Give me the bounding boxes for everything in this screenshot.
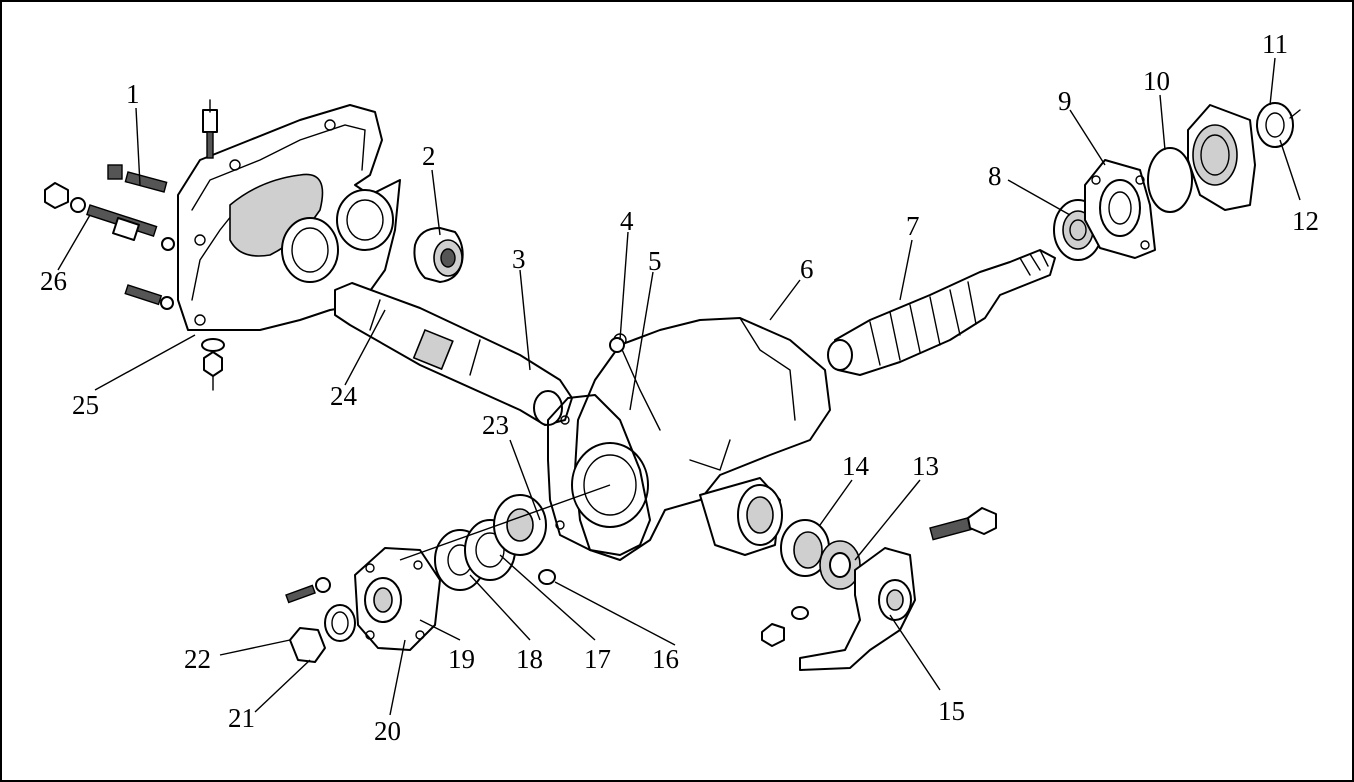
callout-25: 25 — [72, 390, 99, 420]
end-cap-part — [1187, 102, 1301, 211]
cover-bolts — [44, 99, 225, 391]
callout-8: 8 — [988, 161, 1002, 191]
callout-labels: 1 2 3 4 5 6 7 8 9 10 11 12 13 14 15 16 1… — [40, 29, 1319, 746]
callout-2: 2 — [422, 141, 436, 171]
callout-9: 9 — [1058, 86, 1072, 116]
callout-23: 23 — [482, 410, 509, 440]
gasket-plate-part — [538, 394, 651, 585]
callout-5: 5 — [648, 246, 662, 276]
callout-3: 3 — [512, 244, 526, 274]
callout-19: 19 — [448, 644, 475, 674]
seal-rings-part — [434, 494, 547, 591]
callout-24: 24 — [330, 381, 358, 411]
input-shaft-part — [334, 282, 573, 426]
callout-11: 11 — [1262, 29, 1288, 59]
callout-22: 22 — [184, 644, 211, 674]
callout-17: 17 — [584, 644, 611, 674]
o-ring-part — [1147, 147, 1193, 213]
callout-10: 10 — [1143, 66, 1170, 96]
callout-21: 21 — [228, 703, 255, 733]
callout-26: 26 — [40, 266, 67, 296]
side-cover-part — [177, 104, 401, 331]
callout-15: 15 — [938, 696, 965, 726]
callout-16: 16 — [652, 644, 679, 674]
oil-seal-part — [780, 519, 861, 590]
callout-13: 13 — [912, 451, 939, 481]
callout-1: 1 — [126, 79, 140, 109]
bushing-part — [413, 227, 464, 283]
callout-14: 14 — [842, 451, 870, 481]
callout-6: 6 — [800, 254, 814, 284]
leader-lines — [57, 57, 1301, 716]
callout-12: 12 — [1292, 206, 1319, 236]
callout-18: 18 — [516, 644, 543, 674]
callout-7: 7 — [906, 211, 920, 241]
flange-part — [1084, 159, 1156, 259]
callout-4: 4 — [620, 206, 634, 236]
end-cover-part — [285, 484, 611, 663]
worm-shaft-part — [827, 249, 1056, 376]
pitman-arm-part — [761, 507, 997, 671]
callout-20: 20 — [374, 716, 401, 746]
